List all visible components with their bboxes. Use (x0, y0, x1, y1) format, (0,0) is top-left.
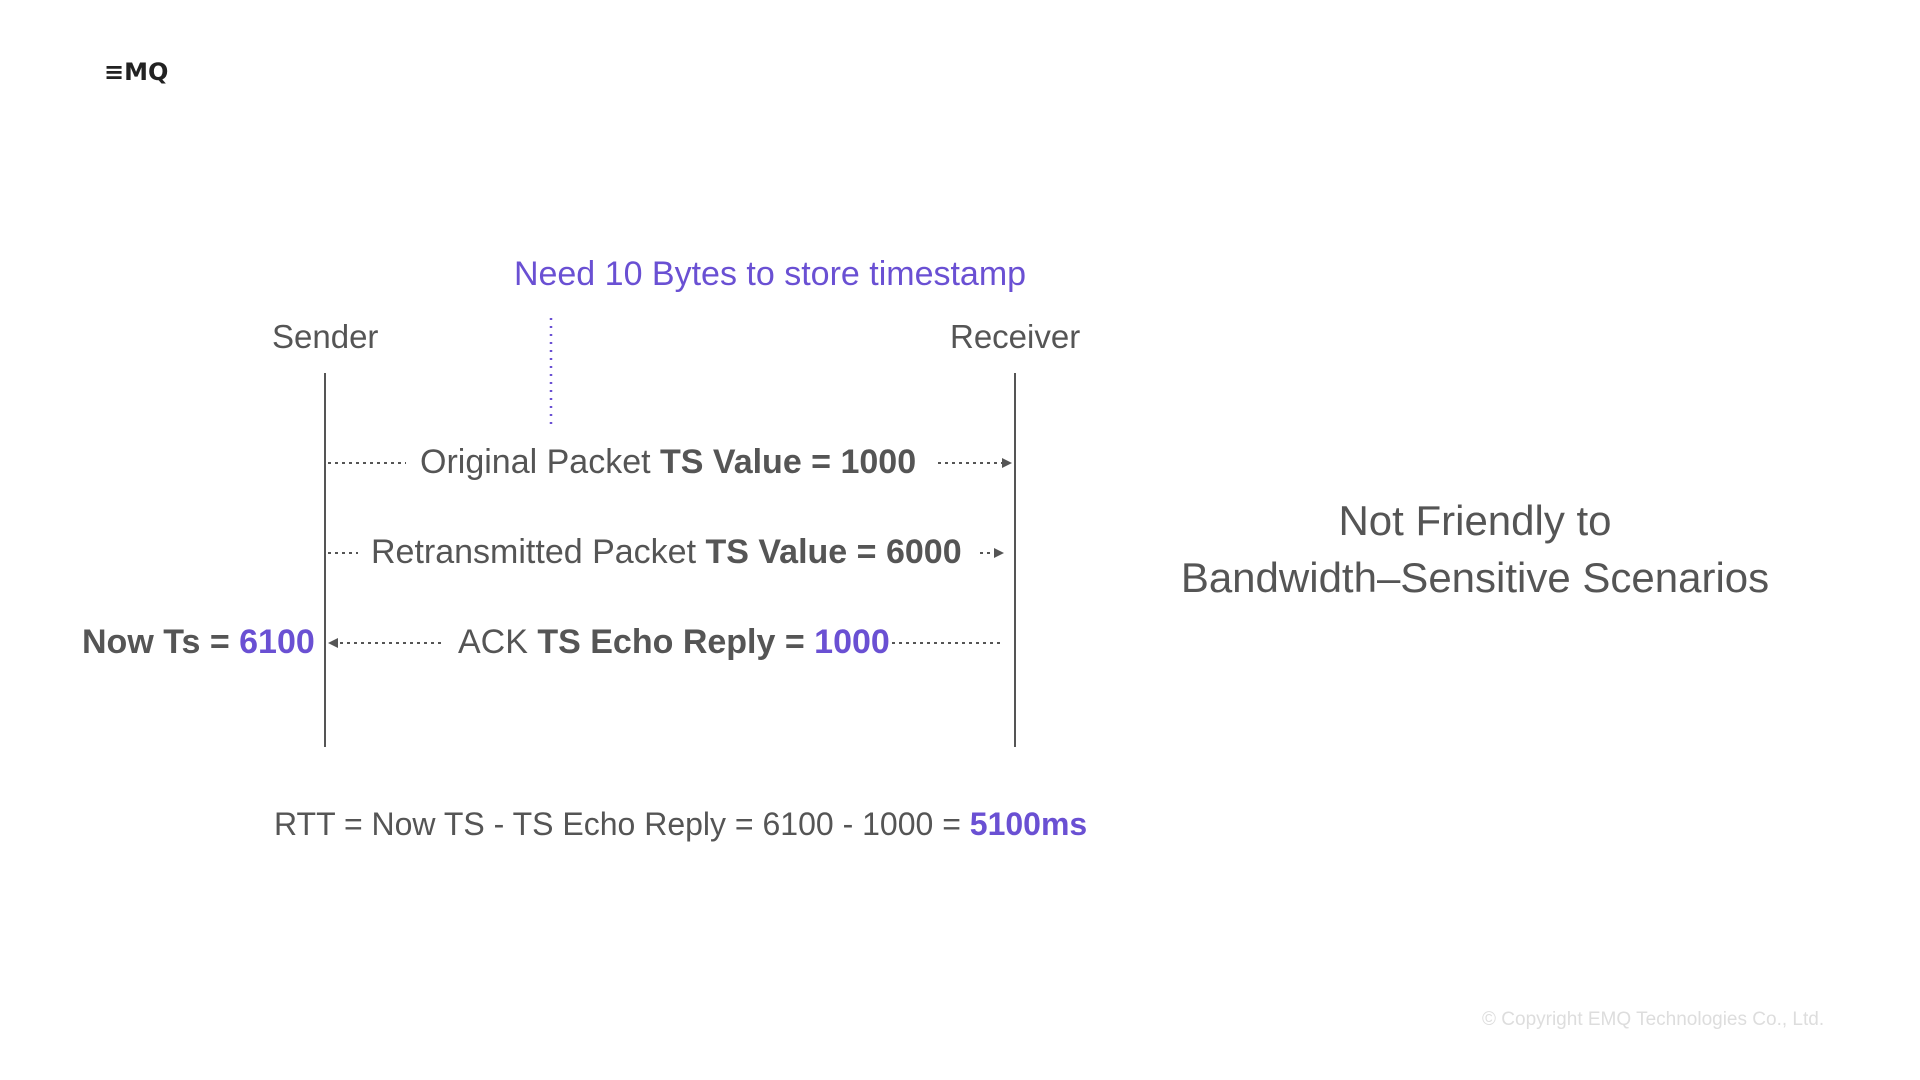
now-timestamp: Now Ts = 6100 (82, 623, 315, 661)
receiver-lifeline (1014, 373, 1016, 747)
side-note-line2: Bandwidth–Sensitive Scenarios (1180, 554, 1770, 601)
timestamp-storage-note: Need 10 Bytes to store timestamp (513, 255, 1027, 293)
emq-logo: ≡MQ (104, 58, 169, 86)
msg1-arrowhead (1002, 458, 1012, 468)
side-note-line1: Not Friendly to (1338, 497, 1612, 544)
ack-echo-reply-message: ACK TS Echo Reply = 1000 (458, 623, 890, 661)
sender-label: Sender (272, 318, 379, 355)
original-packet-message: Original Packet TS Value = 1000 (420, 443, 917, 481)
sender-lifeline (324, 373, 326, 747)
rtt-formula: RTT = Now TS - TS Echo Reply = 6100 - 10… (274, 806, 1088, 842)
side-note: Not Friendly to Bandwidth–Sensitive Scen… (1150, 492, 1800, 606)
msg2-arrowhead (994, 548, 1004, 558)
retransmitted-packet-message: Retransmitted Packet TS Value = 6000 (371, 533, 962, 571)
receiver-label: Receiver (950, 318, 1081, 355)
msg3-arrowhead (328, 638, 338, 648)
copyright-footer: © Copyright EMQ Technologies Co., Ltd. (1482, 1009, 1825, 1030)
